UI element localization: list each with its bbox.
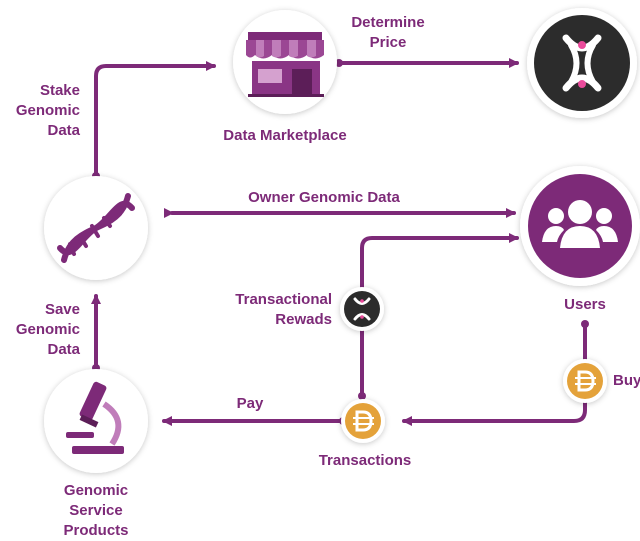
storefront-icon — [246, 32, 324, 97]
save-genomic-data-label: Save Genomic Data — [15, 301, 80, 358]
rewards-arrow — [360, 233, 519, 398]
genomic-service-products-label: Genomic Service Products — [63, 482, 129, 539]
transactions-label: Transactions — [318, 452, 412, 469]
x-brand-logo — [562, 34, 602, 92]
stake-arrow — [94, 61, 216, 178]
reward-token-node — [340, 287, 384, 331]
determine-price-label: Determine Price — [351, 14, 425, 51]
marketplace-node — [233, 10, 337, 114]
owner-genomic-data-label: Owner Genomic Data — [248, 189, 400, 206]
transactional-rewards-label: Transactional Rewads — [235, 291, 332, 328]
transactions-node — [341, 399, 385, 443]
users-node — [520, 166, 640, 286]
buy-label: Buy — [613, 372, 640, 389]
dna-helix-icon — [57, 193, 135, 263]
dna-node — [44, 176, 148, 280]
microscope-node — [44, 369, 148, 473]
dai-coin-icon — [575, 370, 596, 392]
users-label: Users — [564, 296, 606, 313]
users-group-icon — [542, 200, 618, 248]
buy-arrow — [402, 322, 587, 426]
microscope-icon — [66, 381, 124, 454]
x-token-icon — [353, 297, 371, 321]
stake-genomic-data-label: Stake Genomic Data — [15, 82, 80, 139]
dai-coin-icon — [353, 410, 374, 432]
pay-label: Pay — [236, 395, 264, 412]
data-marketplace-label: Data Marketplace — [223, 127, 347, 144]
brand-logo-node — [527, 8, 637, 118]
buy-coin-node — [563, 359, 607, 403]
